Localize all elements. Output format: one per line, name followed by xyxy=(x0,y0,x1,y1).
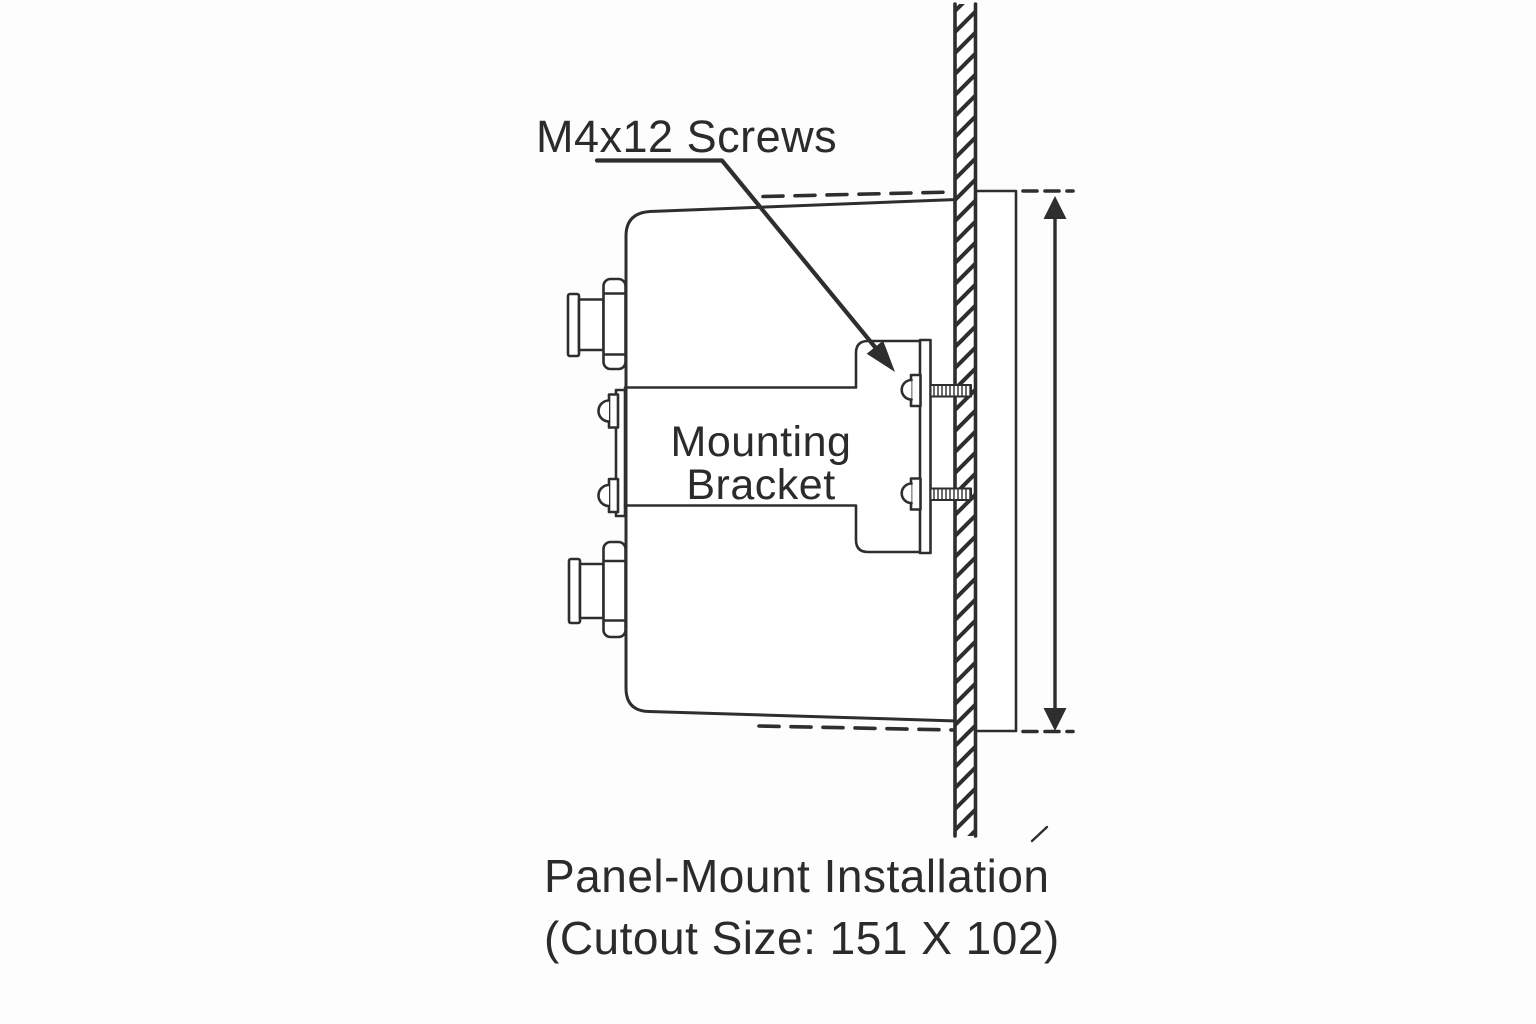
label-mounting-bracket-line1: Mounting xyxy=(671,418,852,466)
wall-hatch-pattern xyxy=(955,4,976,836)
panel-wall xyxy=(953,2,978,838)
mounting-bracket xyxy=(597,338,932,555)
label-mounting-bracket-line2: Bracket xyxy=(686,461,835,509)
connector-bottom-cap xyxy=(567,557,582,625)
bracket-left-flange xyxy=(614,388,627,518)
cutout-dash-top-left xyxy=(761,190,955,199)
connector-bottom-barrel xyxy=(578,562,605,620)
bracket-screw-left-top xyxy=(597,393,620,429)
dimension-arrowhead-down-icon xyxy=(1043,708,1067,731)
dimension-arrowhead-up-icon xyxy=(1043,196,1067,219)
cutout-dash-bottom-left xyxy=(757,724,955,732)
caption-title: Panel-Mount Installation xyxy=(544,850,1050,902)
panel-screw-bottom-shaft xyxy=(929,487,972,501)
panel-screw-top xyxy=(900,373,972,408)
caption-cutout-size: (Cutout Size: 151 X 102) xyxy=(544,912,1060,964)
connector-bottom xyxy=(567,540,627,639)
dimension-arrow xyxy=(1043,196,1067,731)
wall-break-tick xyxy=(1030,825,1049,843)
connector-top-nut xyxy=(602,277,627,371)
device-body xyxy=(624,198,959,723)
leader-arrowhead-icon xyxy=(866,340,895,372)
connector-top xyxy=(566,277,627,371)
connector-top-cap xyxy=(566,292,581,358)
bracket-screw-left-bottom xyxy=(597,477,620,514)
label-m4x12-screws: M4x12 Screws xyxy=(536,111,837,162)
cutout-dashed-lines xyxy=(757,189,1075,734)
panel-screw-bottom xyxy=(900,477,972,511)
connector-top-barrel xyxy=(577,298,605,352)
device-front-bezel xyxy=(973,189,1018,733)
screws-leader-line xyxy=(594,158,895,372)
panel-screw-top-shaft xyxy=(929,384,972,398)
connector-bottom-nut xyxy=(602,540,627,639)
bracket-plate xyxy=(918,338,932,555)
bracket-outline-bottom xyxy=(623,504,923,554)
